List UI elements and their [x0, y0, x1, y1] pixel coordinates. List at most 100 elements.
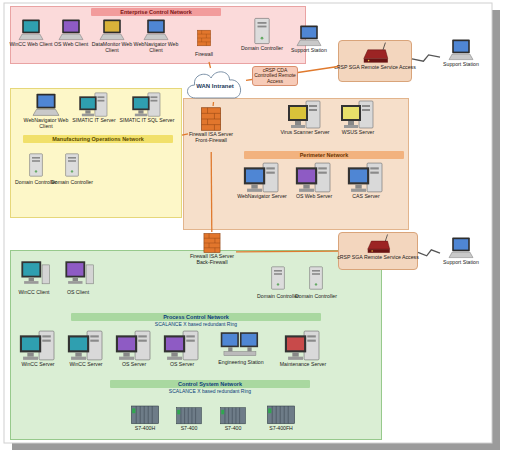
device-node: WinCC Web Client: [14, 18, 48, 58]
device-label: SIMATIC IT SQL Server: [117, 118, 177, 124]
device-node: WebNavigator Server: [238, 162, 286, 214]
device-node: OS Server: [112, 330, 156, 376]
device-node: WebNavigator Web Client: [136, 18, 176, 58]
laptop-icon: [26, 92, 66, 118]
device-label: WinCC Server: [11, 362, 65, 368]
device-label: OS Web Server: [287, 194, 341, 200]
router-icon: [339, 233, 417, 255]
device-node: WSUS Server: [336, 100, 380, 148]
access-label: cRSP CDA Controlled Remote Access: [253, 67, 297, 85]
device-node: Support Station: [440, 38, 482, 74]
network-ring-band: Control System NetworkSCALANCE X based r…: [110, 380, 310, 398]
device-label: S7-400: [213, 426, 253, 432]
device-label: WebNavigator Server: [233, 194, 291, 200]
device-node: S7-400H: [128, 402, 162, 436]
device-label: Engineering Station: [209, 360, 273, 366]
device-label: OS Server: [107, 362, 161, 368]
wireless-link: [412, 55, 440, 61]
device-node: Domain Controller: [20, 150, 52, 196]
server-icon: [16, 330, 60, 362]
device-label: S7-400: [169, 426, 209, 432]
network-zone: Enterprise Control NetworkWinCC Web Clie…: [10, 6, 306, 64]
device-label: Virus Scanner Server: [277, 130, 333, 136]
device-node: Engineering Station: [214, 328, 268, 376]
device-label: CAS Server: [339, 194, 393, 200]
device-node: WinCC Server: [64, 330, 108, 376]
tower-icon: [244, 16, 280, 46]
access-box: cRSP CDA Controlled Remote Access: [252, 66, 298, 86]
frame-paper: [4, 3, 492, 443]
device-node: cRSP SGA Remote Service Access: [338, 232, 418, 270]
device-label: WebNavigator Web Client: [131, 42, 181, 53]
laptop-icon: [440, 38, 482, 62]
network-band-label: Control System Network: [110, 380, 310, 388]
device-node: Domain Controller: [244, 16, 280, 60]
device-node: S7-400: [174, 404, 204, 436]
device-node: Domain Controller: [300, 262, 332, 308]
device-node: WebNavigator Web Client: [26, 92, 66, 132]
device-node: Support Station: [290, 24, 328, 60]
desktop-icon: [16, 256, 52, 290]
device-node: WinCC Server: [16, 330, 60, 376]
network-zone: Process Control NetworkSCALANCE X based …: [10, 250, 382, 440]
device-label: Support Station: [435, 62, 487, 68]
device-node: Domain Controller: [262, 262, 294, 308]
device-label: WinCC Server: [59, 362, 113, 368]
laptop-icon: [14, 18, 48, 42]
laptop-icon: [94, 18, 130, 42]
plc-icon: [218, 404, 248, 426]
device-node: Domain Controller: [56, 150, 88, 196]
device-label: WinCC Client: [11, 290, 57, 296]
device-label: Support Station: [285, 48, 333, 54]
device-label: Firewall ISA Server Back-Firewall: [183, 254, 241, 265]
laptop-icon: [54, 18, 88, 42]
device-node: Firewall: [192, 24, 216, 62]
network-zone: Manufacturing Operations Network WebNavig…: [10, 88, 182, 218]
network-band-label: Enterprise Control Network: [91, 8, 221, 16]
desktop-icon: [60, 256, 96, 290]
server-icon: [64, 330, 108, 362]
device-label: S7-400H: [123, 426, 167, 432]
ring-label: SCALANCE X based redundant Ring: [110, 389, 310, 395]
device-label: Firewall: [187, 52, 221, 58]
device-node: DataMonitor Web Client: [94, 18, 130, 58]
device-node: OS Client: [60, 256, 96, 304]
station-icon: [214, 328, 268, 360]
network-link: [298, 67, 338, 73]
server-icon: [238, 162, 286, 194]
ring-label: SCALANCE X based redundant Ring: [71, 322, 321, 328]
network-zone: Perimeter NetworkFirewall ISA Server Fro…: [183, 98, 409, 230]
plc-icon: [262, 402, 300, 426]
network-band-label: Manufacturing Operations Network: [23, 135, 173, 143]
device-node: CAS Server: [344, 162, 388, 214]
plc-icon: [174, 404, 204, 426]
device-node: Firewall ISA Server Front-Firewall: [188, 106, 234, 152]
device-label: WinCC Web Client: [9, 42, 53, 48]
wan-cloud: WAN Intranet: [184, 68, 246, 102]
laptop-icon: [136, 18, 176, 42]
device-node: Virus Scanner Server: [282, 100, 328, 148]
laptop-icon: [290, 24, 328, 48]
network-band-label: Process Control Network: [71, 313, 321, 321]
device-label: OS Client: [55, 290, 101, 296]
device-label: cRSP SGA Remote Service Access: [334, 255, 422, 261]
server-icon: [112, 330, 156, 362]
device-node: cRSP SGA Remote Service Access: [338, 40, 412, 82]
device-node: Support Station: [440, 236, 482, 272]
device-label: Domain Controller: [295, 294, 337, 300]
laptop-icon: [440, 236, 482, 260]
device-label: DataMonitor Web Client: [89, 42, 135, 53]
server-icon: [72, 92, 116, 118]
device-label: cRSP SGA Remote Service Access: [334, 65, 416, 71]
router-icon: [339, 41, 411, 65]
cloud-label: WAN Intranet: [184, 83, 246, 90]
device-label: WSUS Server: [331, 130, 385, 136]
tower-icon: [262, 262, 294, 294]
server-icon: [336, 100, 380, 130]
device-label: Domain Controller: [257, 294, 299, 300]
device-label: OS Server: [155, 362, 209, 368]
device-node: OS Web Client: [54, 18, 88, 58]
tower-icon: [20, 150, 52, 180]
device-label: Firewall ISA Server Front-Firewall: [183, 132, 239, 143]
